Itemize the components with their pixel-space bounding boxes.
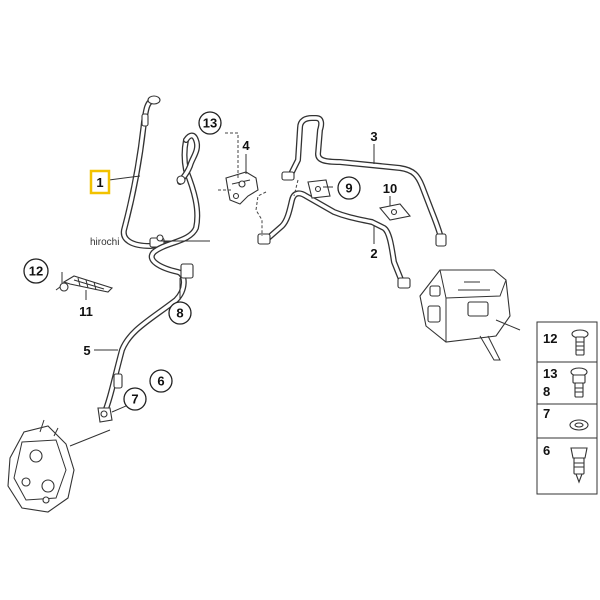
abs-unit[interactable] (419, 269, 521, 361)
svg-text:6: 6 (543, 443, 550, 458)
washer-icon (569, 419, 589, 431)
svg-text:13: 13 (543, 366, 557, 381)
label-11: 11 (79, 304, 93, 319)
svg-text:1: 1 (96, 175, 103, 190)
bleed-screw-icon (570, 447, 588, 484)
brake-caliper[interactable] (7, 419, 75, 513)
legend-row-7[interactable]: 7 (543, 406, 589, 431)
brake-hose-1[interactable] (120, 95, 171, 249)
svg-text:7: 7 (543, 406, 550, 421)
svg-text:12: 12 (543, 331, 557, 346)
legend-row-13-8[interactable]: 13 8 (543, 366, 588, 399)
bolt-icon (571, 329, 589, 356)
label-3: 3 (370, 129, 377, 144)
svg-text:9: 9 (345, 181, 352, 196)
callout-1[interactable]: 1 (89, 169, 111, 195)
callout-6[interactable]: 6 (149, 369, 173, 393)
watermark: hirochi (90, 237, 119, 248)
bracket-11[interactable] (62, 275, 114, 293)
svg-text:13: 13 (203, 116, 217, 131)
callout-13-top[interactable]: 13 (198, 111, 222, 135)
callout-7[interactable]: 7 (123, 387, 147, 411)
callout-8[interactable]: 8 (168, 301, 192, 325)
banjo-bolt-icon (570, 367, 588, 398)
svg-text:7: 7 (131, 392, 138, 407)
legend-panel: 12 13 8 7 6 (536, 321, 598, 495)
pad-10[interactable] (378, 203, 412, 221)
brake-line-2[interactable] (257, 190, 411, 289)
label-2: 2 (370, 246, 377, 261)
svg-text:6: 6 (157, 374, 164, 389)
label-4: 4 (242, 138, 250, 153)
svg-text:12: 12 (29, 264, 43, 279)
callout-9[interactable]: 9 (337, 176, 361, 200)
svg-text:8: 8 (543, 384, 550, 399)
brake-line-3[interactable] (281, 115, 447, 247)
svg-text:8: 8 (176, 306, 183, 321)
label-10: 10 (383, 181, 397, 196)
bolt-12[interactable] (55, 282, 69, 292)
bracket-4[interactable] (225, 171, 259, 205)
clip-9[interactable] (307, 179, 331, 199)
hose-top-fitting (176, 132, 201, 185)
brake-hose-5[interactable] (97, 137, 201, 423)
leader-lines (61, 132, 391, 447)
label-5: 5 (83, 343, 90, 358)
legend-row-12[interactable]: 12 (543, 329, 589, 356)
callout-12[interactable]: 12 (23, 258, 49, 284)
legend-row-6[interactable]: 6 (543, 443, 588, 484)
